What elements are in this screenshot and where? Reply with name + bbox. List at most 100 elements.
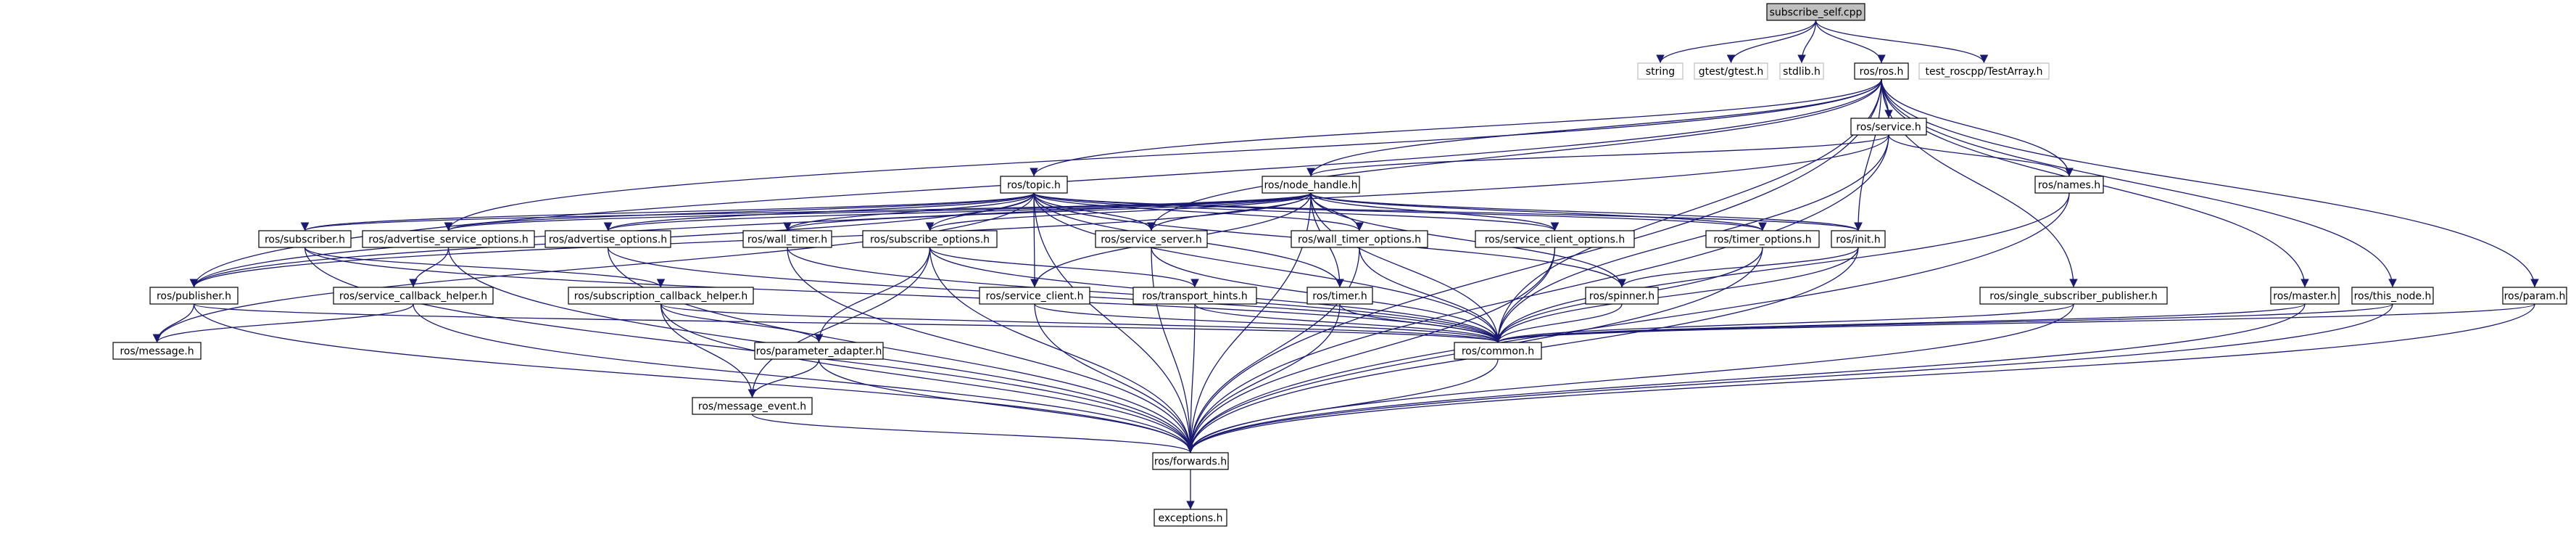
node-label: ros/service_callback_helper.h bbox=[339, 291, 487, 303]
node-spinner[interactable]: ros/spinner.h bbox=[1585, 287, 1659, 305]
edge-ros-to-service_server bbox=[1147, 78, 1882, 231]
edge-topic-to-init bbox=[1033, 192, 1863, 231]
node-svc-client-opts[interactable]: ros/service_client_options.h bbox=[1475, 230, 1635, 248]
node-param[interactable]: ros/param.h bbox=[2502, 287, 2567, 305]
node-box bbox=[1918, 62, 2050, 80]
edge-param_adapter-to-forwards bbox=[818, 358, 1195, 453]
node-topic[interactable]: ros/topic.h bbox=[1000, 176, 1068, 194]
node-transport-hints[interactable]: ros/transport_hints.h bbox=[1132, 287, 1257, 305]
edge-ros-to-init bbox=[1854, 78, 1882, 231]
node-box bbox=[742, 230, 832, 248]
node-box bbox=[1766, 3, 1865, 21]
edge-topic-to-timer_opts bbox=[1033, 192, 1767, 231]
edge-adv_opts-to-forwards bbox=[607, 247, 1195, 453]
node-box bbox=[1831, 230, 1886, 248]
node-box bbox=[1475, 230, 1635, 248]
node-adv-srv-opts[interactable]: ros/advertise_service_options.h bbox=[362, 230, 535, 248]
node-exceptions[interactable]: exceptions.h bbox=[1154, 509, 1227, 527]
node-box bbox=[1154, 509, 1227, 527]
edge-wall_timer-to-forwards bbox=[787, 247, 1195, 453]
node-timer-opts[interactable]: ros/timer_options.h bbox=[1705, 230, 1820, 248]
node-publisher[interactable]: ros/publisher.h bbox=[149, 287, 239, 305]
node-box bbox=[1850, 118, 1927, 136]
node-gtest: gtest/gtest.h bbox=[1694, 62, 1768, 80]
edge-service-to-node_handle bbox=[1306, 134, 1889, 177]
node-label: ros/subscriber.h bbox=[265, 234, 345, 246]
node-subscriber[interactable]: ros/subscriber.h bbox=[258, 230, 352, 248]
node-service-client[interactable]: ros/service_client.h bbox=[979, 287, 1090, 305]
node-timer[interactable]: ros/timer.h bbox=[1306, 287, 1373, 305]
node-message[interactable]: ros/message.h bbox=[112, 342, 202, 360]
edge-node_handle-to-wall_timer bbox=[783, 192, 1312, 231]
node-label: ros/service.h bbox=[1856, 122, 1921, 134]
edge-init-to-common bbox=[1494, 247, 1859, 343]
edge-publisher-to-forwards bbox=[193, 303, 1195, 453]
node-label: stdlib.h bbox=[1783, 66, 1821, 78]
edge-topic-to-message bbox=[152, 192, 1035, 343]
edge-node_handle-to-sub_opts bbox=[925, 192, 1312, 231]
edge-subscribe_self-to-testarray bbox=[1815, 20, 1989, 64]
node-forwards[interactable]: ros/forwards.h bbox=[1152, 452, 1229, 470]
node-label: ros/init.h bbox=[1836, 234, 1881, 246]
node-label: ros/advertise_service_options.h bbox=[368, 234, 528, 246]
node-box bbox=[362, 230, 535, 248]
edge-spinner-to-common bbox=[1494, 303, 1623, 343]
edge-topic-to-forwards bbox=[1033, 192, 1195, 453]
node-service-server[interactable]: ros/service_server.h bbox=[1095, 230, 1208, 248]
edge-ros-to-param bbox=[1881, 78, 2539, 288]
node-label: ros/master.h bbox=[2273, 291, 2336, 303]
node-box bbox=[1854, 62, 1909, 80]
node-names[interactable]: ros/names.h bbox=[2034, 176, 2104, 194]
node-label: ros/subscription_callback_helper.h bbox=[574, 291, 747, 303]
node-init[interactable]: ros/init.h bbox=[1831, 230, 1886, 248]
edge-sub_opts-to-message_event bbox=[747, 247, 931, 398]
node-node-handle[interactable]: ros/node_handle.h bbox=[1262, 176, 1360, 194]
node-this-node[interactable]: ros/this_node.h bbox=[2351, 287, 2434, 305]
node-box bbox=[1705, 230, 1820, 248]
edge-single_sub_pub-to-common bbox=[1494, 303, 2074, 343]
node-subscribe-self[interactable]: subscribe_self.cpp bbox=[1766, 3, 1865, 21]
node-wall-timer-opts[interactable]: ros/wall_timer_options.h bbox=[1291, 230, 1428, 248]
node-box bbox=[1585, 287, 1659, 305]
node-box bbox=[2502, 287, 2567, 305]
node-box bbox=[149, 287, 239, 305]
edge-topic-to-wall_timer_opts bbox=[1033, 192, 1364, 231]
node-service[interactable]: ros/service.h bbox=[1850, 118, 1927, 136]
node-single-sub-pub[interactable]: ros/single_subscriber_publisher.h bbox=[1979, 287, 2168, 305]
node-label: ros/wall_timer_options.h bbox=[1298, 234, 1421, 246]
node-box bbox=[2034, 176, 2104, 194]
node-label: ros/single_subscriber_publisher.h bbox=[1989, 291, 2157, 303]
node-ros[interactable]: ros/ros.h bbox=[1854, 62, 1909, 80]
edge-sub_cb_helper-to-common bbox=[660, 303, 1502, 343]
edge-timer-to-common bbox=[1339, 303, 1502, 343]
edge-node_handle-to-common bbox=[1310, 192, 1502, 343]
node-box bbox=[1095, 230, 1208, 248]
node-master[interactable]: ros/master.h bbox=[2270, 287, 2340, 305]
node-adv-opts[interactable]: ros/advertise_options.h bbox=[544, 230, 671, 248]
edge-ros-to-single_sub_pub bbox=[1881, 78, 2078, 288]
edge-subscribe_self-to-ros bbox=[1815, 20, 1886, 64]
edge-transport_hints-to-forwards bbox=[1186, 303, 1196, 453]
node-param-adapter[interactable]: ros/parameter_adapter.h bbox=[754, 342, 884, 360]
node-common[interactable]: ros/common.h bbox=[1454, 342, 1542, 360]
node-box bbox=[112, 342, 202, 360]
node-svc-cb-helper[interactable]: ros/service_callback_helper.h bbox=[333, 287, 494, 305]
node-sub-opts[interactable]: ros/subscribe_options.h bbox=[862, 230, 998, 248]
node-message-event[interactable]: ros/message_event.h bbox=[692, 397, 813, 415]
node-box bbox=[1262, 176, 1360, 194]
node-wall-timer[interactable]: ros/wall_timer.h bbox=[742, 230, 832, 248]
edge-svc_cb_helper-to-message bbox=[152, 303, 414, 343]
node-sub-cb-helper[interactable]: ros/subscription_callback_helper.h bbox=[568, 287, 754, 305]
node-box bbox=[568, 287, 754, 305]
node-label: ros/topic.h bbox=[1007, 180, 1061, 192]
edge-service_client-to-common bbox=[1034, 303, 1502, 343]
node-box bbox=[1306, 287, 1373, 305]
node-box bbox=[754, 342, 884, 360]
edge-wall_timer_opts-to-common bbox=[1359, 247, 1502, 343]
edge-service-to-forwards bbox=[1186, 134, 1889, 453]
node-label: ros/message_event.h bbox=[698, 401, 806, 413]
node-box bbox=[1779, 62, 1824, 80]
node-label: ros/advertise_options.h bbox=[549, 234, 667, 246]
node-label: ros/timer.h bbox=[1312, 291, 1367, 303]
